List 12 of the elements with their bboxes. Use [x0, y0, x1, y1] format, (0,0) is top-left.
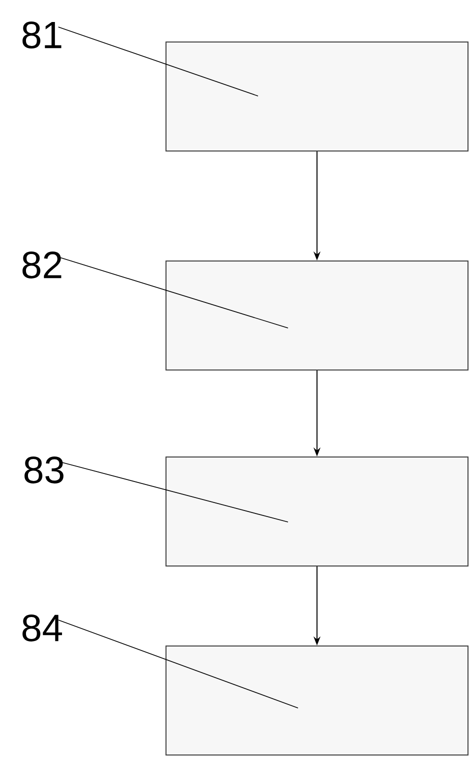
callout-number: 81	[22, 22, 62, 48]
process-box	[166, 646, 468, 756]
process-box	[166, 42, 468, 152]
callout-number: 84	[22, 614, 62, 642]
leader-line	[58, 256, 288, 328]
leader-line	[60, 462, 288, 522]
leader-line	[58, 26, 258, 96]
process-box	[166, 260, 468, 370]
leader-line	[58, 620, 298, 708]
process-box	[166, 456, 468, 566]
callout-number: 83	[24, 456, 64, 484]
callout-number: 82	[22, 252, 62, 278]
